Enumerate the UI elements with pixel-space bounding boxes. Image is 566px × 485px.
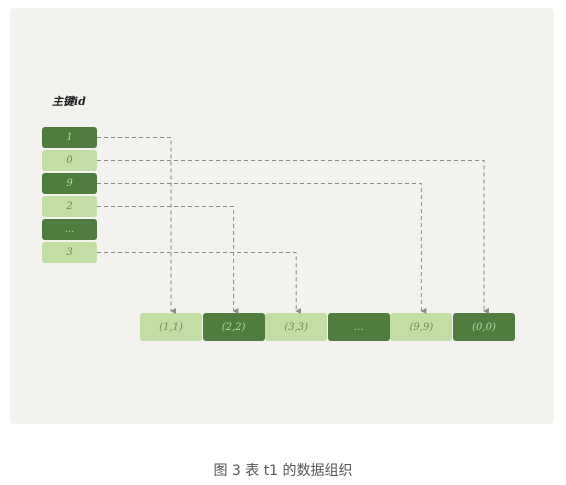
primary-key-label: 主键id [52, 95, 86, 108]
connector-line [97, 183, 427, 314]
data-row: ... [327, 313, 390, 341]
data-row: (1,1) [140, 313, 202, 341]
index-entry: 1 [42, 127, 97, 148]
index-entry: 9 [42, 173, 97, 194]
data-row: (9,9) [390, 313, 453, 341]
figure-caption: 图 3 表 t1 的数据组织 [213, 463, 353, 479]
diagram-panel [10, 8, 554, 424]
connector-line [97, 252, 302, 314]
index-entry: ... [42, 219, 97, 240]
connector-line [97, 160, 489, 314]
index-entry: 2 [42, 196, 97, 217]
index-entry: 3 [42, 242, 97, 263]
data-row: (3,3) [265, 313, 328, 341]
index-entry: 0 [42, 150, 97, 171]
connector-line [97, 206, 239, 314]
data-row: (2,2) [202, 313, 265, 341]
data-row: (0,0) [453, 313, 515, 341]
connector-line [97, 137, 176, 314]
